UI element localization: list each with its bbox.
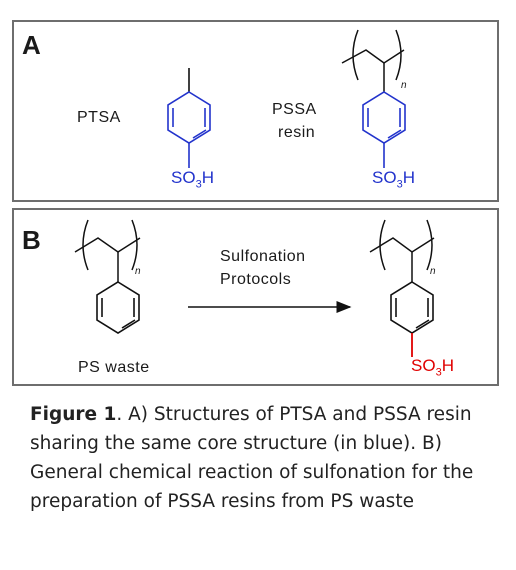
ps-waste-label: PS waste (78, 359, 150, 376)
panel-b (12, 208, 499, 386)
panel-a-label: A (22, 30, 41, 60)
pssa-repeat-subscript: n (401, 80, 408, 91)
panel-a (12, 20, 499, 202)
ptsa-benzene-ring (167, 91, 211, 144)
ps-structure (74, 219, 141, 334)
ps-repeat-subscript: n (135, 266, 142, 277)
panel-b-label: B (22, 225, 41, 255)
caption-text: . A) Structures of PTSA and PSSA resin s… (30, 404, 474, 512)
pssa-backbone (341, 29, 405, 92)
product-sulfonic-group: SO3H (411, 356, 454, 379)
pssa-label-line1: PSSA (272, 101, 317, 118)
product-benzene-ring (390, 281, 434, 334)
ptsa-sulfonic-group: SO3H (171, 168, 214, 191)
caption-figure-number: Figure 1 (30, 404, 117, 425)
pssa-benzene-ring (362, 91, 406, 144)
ptsa-label: PTSA (77, 109, 121, 126)
product-backbone (369, 219, 435, 282)
product-structure (369, 219, 435, 357)
pssa-sulfonic-group: SO3H (372, 168, 415, 191)
ps-backbone (74, 219, 141, 282)
product-repeat-subscript: n (430, 266, 437, 277)
ps-benzene-ring (96, 281, 140, 334)
pssa-label-line2: resin (278, 124, 316, 141)
reaction-scheme (74, 29, 435, 357)
pssa-structure (341, 29, 406, 168)
arrow-label-line2: Protocols (220, 271, 292, 288)
arrow-label-line1: Sulfonation (220, 248, 306, 265)
ptsa-structure (167, 68, 211, 168)
figure-caption: Figure 1. A) Structures of PTSA and PSSA… (30, 400, 500, 516)
